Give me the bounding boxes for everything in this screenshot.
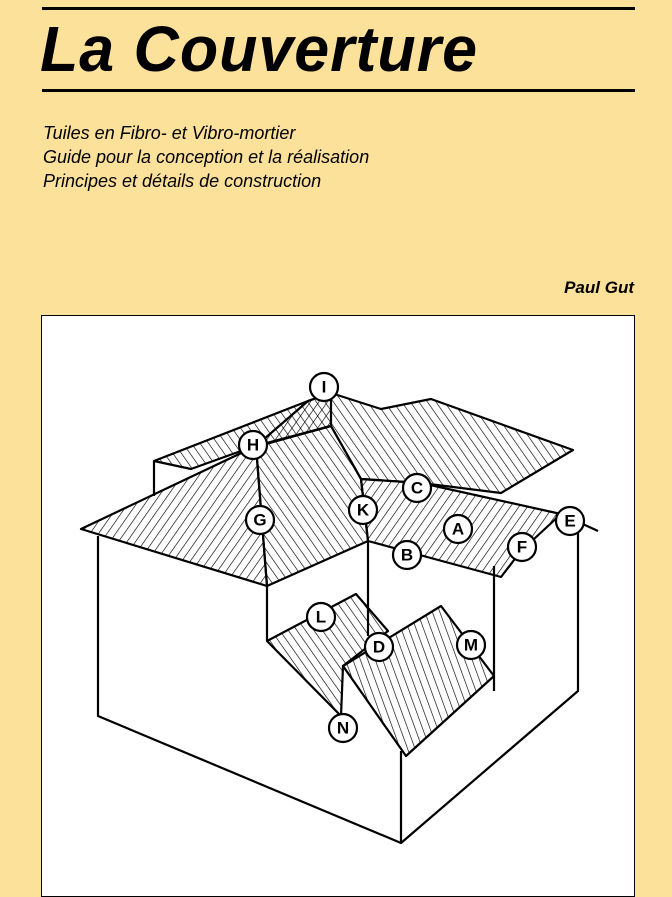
label-N: N bbox=[327, 712, 359, 744]
diagram-labels: I H G K C A B F E L D M N bbox=[237, 371, 586, 744]
subtitle-line-2: Guide pour la conception et la réalisati… bbox=[43, 147, 370, 167]
label-I: I bbox=[308, 371, 340, 403]
svg-text:C: C bbox=[411, 479, 423, 498]
svg-text:I: I bbox=[322, 378, 327, 397]
subtitle-block: Tuiles en Fibro- et Vibro-mortier Guide … bbox=[43, 121, 369, 193]
label-L: L bbox=[305, 601, 337, 633]
label-A: A bbox=[442, 513, 474, 545]
top-rule bbox=[42, 7, 635, 10]
subtitle-line-1: Tuiles en Fibro- et Vibro-mortier bbox=[43, 123, 296, 143]
label-M: M bbox=[455, 629, 487, 661]
label-C: C bbox=[401, 472, 433, 504]
roof-illustration: I H G K C A B F E L D M N bbox=[41, 315, 635, 897]
svg-text:K: K bbox=[357, 501, 370, 520]
svg-text:N: N bbox=[337, 719, 349, 738]
label-B: B bbox=[391, 539, 423, 571]
book-title: La Couverture bbox=[40, 13, 478, 85]
svg-text:G: G bbox=[253, 511, 266, 530]
svg-text:A: A bbox=[452, 520, 464, 539]
svg-text:E: E bbox=[564, 512, 575, 531]
subtitle-line-3: Principes et détails de construction bbox=[43, 171, 322, 191]
author-name: Paul Gut bbox=[564, 278, 634, 297]
label-K: K bbox=[347, 494, 379, 526]
svg-text:F: F bbox=[517, 538, 527, 557]
label-G: G bbox=[244, 504, 276, 536]
svg-text:D: D bbox=[373, 638, 385, 657]
label-F: F bbox=[506, 531, 538, 563]
label-E: E bbox=[554, 505, 586, 537]
svg-text:B: B bbox=[401, 546, 413, 565]
roof-diagram-svg: I H G K C A B F E L D M N bbox=[79, 371, 599, 845]
label-D: D bbox=[363, 631, 395, 663]
svg-text:M: M bbox=[464, 636, 478, 655]
svg-text:L: L bbox=[316, 608, 326, 627]
svg-text:H: H bbox=[247, 436, 259, 455]
title-underline-rule bbox=[42, 89, 635, 92]
label-H: H bbox=[237, 429, 269, 461]
